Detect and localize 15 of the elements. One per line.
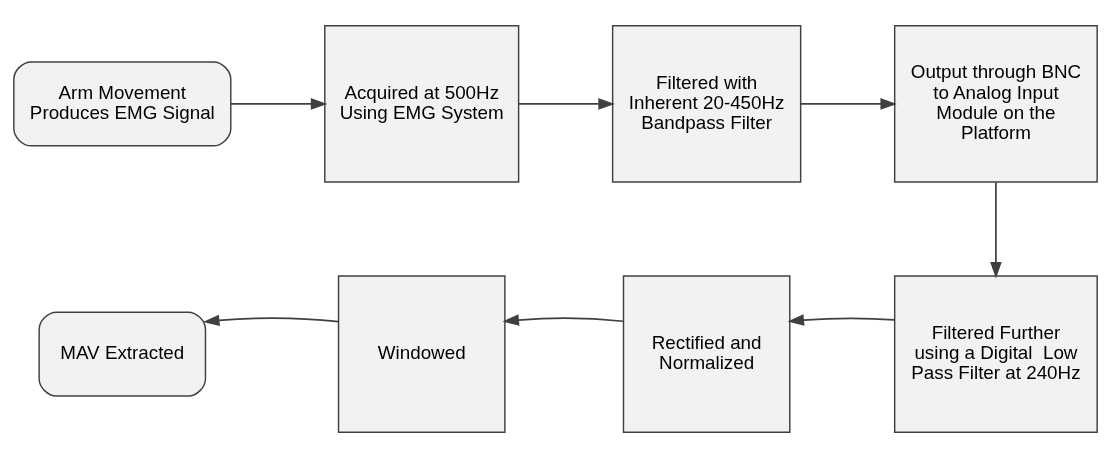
node-box: Rectified and Normalized (622, 274, 791, 433)
arrow (787, 313, 896, 326)
node-box: Acquired at 500Hz Using EMG System (324, 24, 520, 183)
arrow (799, 97, 897, 110)
arrow (502, 313, 624, 326)
node-box: Filtered Further using a Digital Low Pass Filter at 240Hz (893, 274, 1098, 433)
node-box: MAV Extracted (38, 310, 207, 397)
node-box: Arm Movement Produces EMG Signal (13, 60, 232, 147)
node-box: Output through BNC to Analog Input Module on the Platform (893, 24, 1098, 183)
arrow (229, 97, 328, 110)
node-box: Windowed (337, 274, 506, 433)
arrow (990, 181, 1002, 279)
arrow (202, 314, 340, 326)
arrow (517, 97, 615, 110)
node-box: Filtered with Inherent 20-450Hz Bandpass Filter (611, 24, 802, 183)
